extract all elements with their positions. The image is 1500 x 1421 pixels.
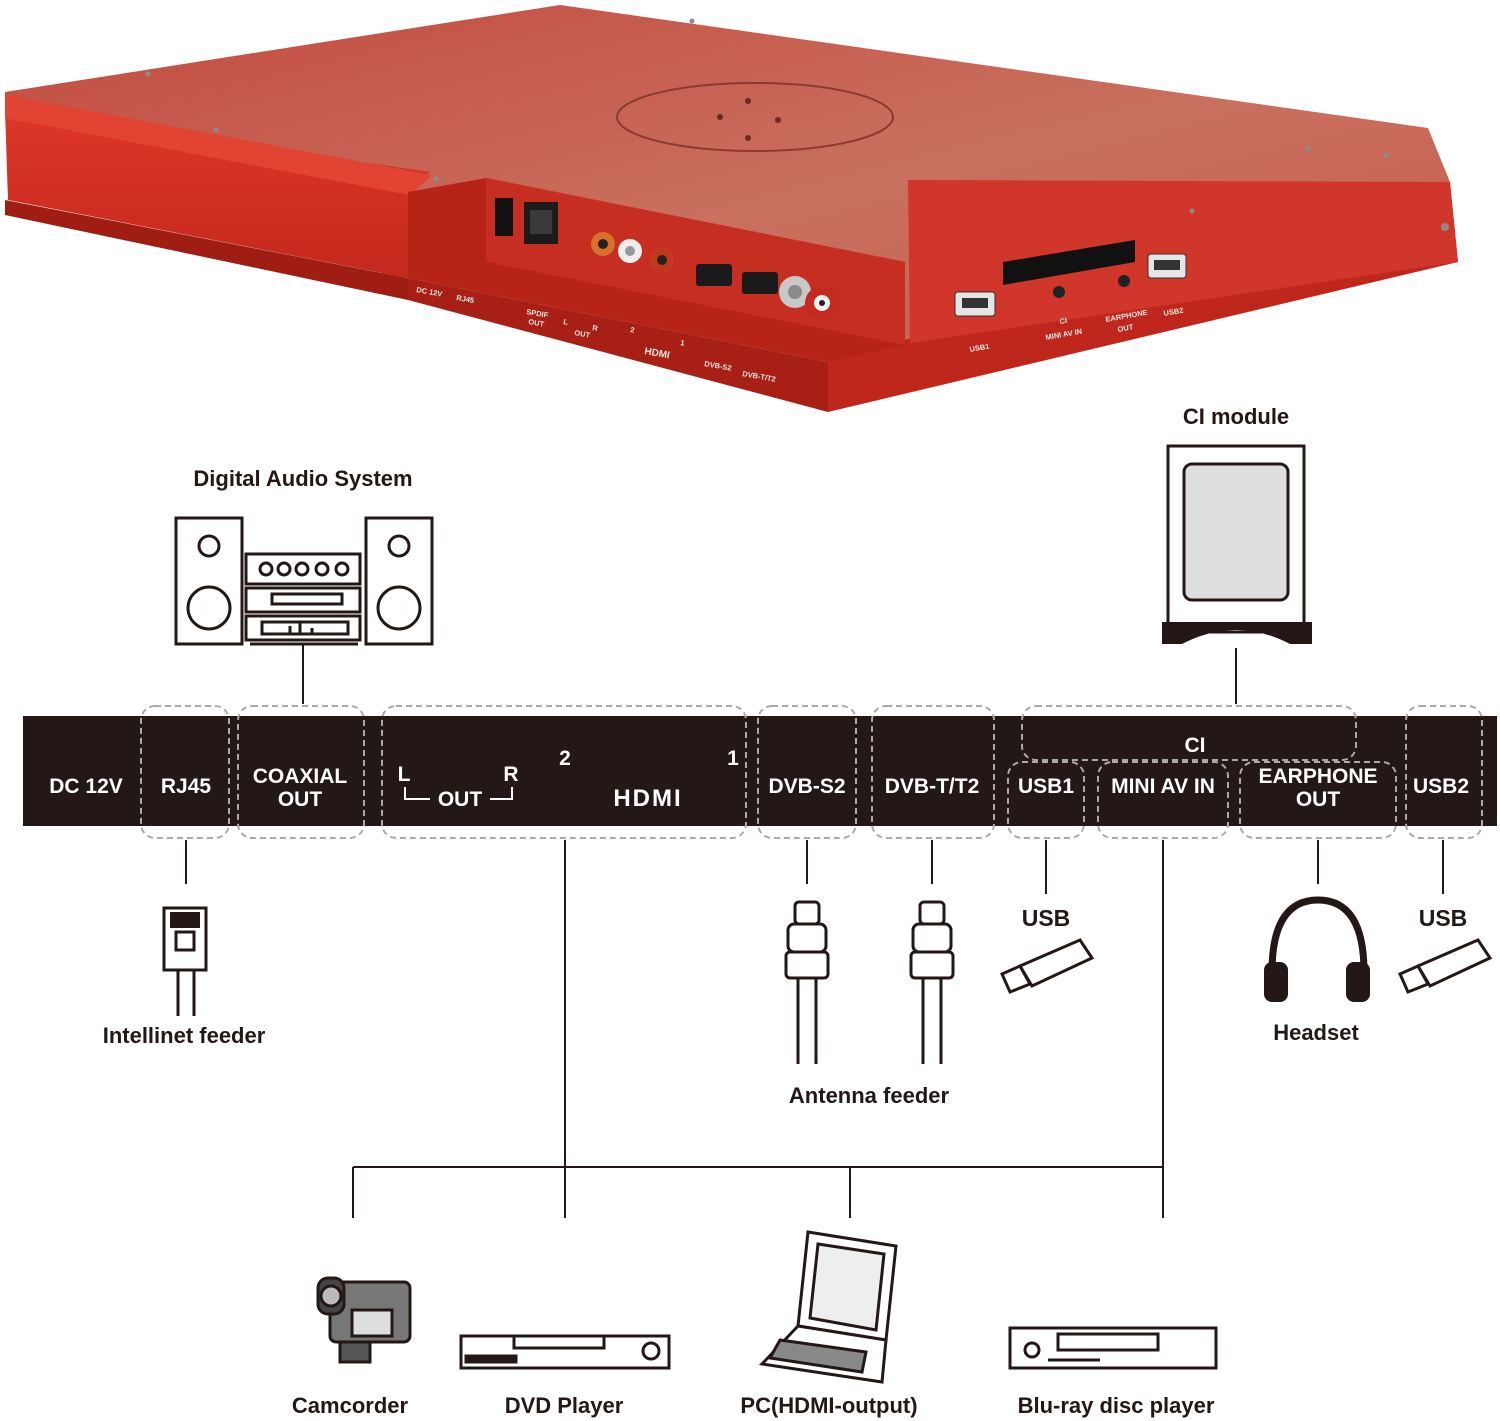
miniav-port: [1053, 286, 1065, 298]
bluray-label: Blu-ray disc player: [1018, 1393, 1215, 1418]
audio-system-title: Digital Audio System: [193, 466, 412, 491]
strip-l: L: [398, 763, 411, 786]
label-out: OUT: [574, 328, 592, 340]
label-hdmi: HDMI: [643, 346, 670, 361]
port-strip: [23, 716, 1497, 826]
headset-icon: [1264, 896, 1370, 1002]
usb-stick-icon-right: [1398, 938, 1493, 994]
label-dc: DC 12V: [416, 285, 443, 298]
ci-module-title: CI module: [1183, 404, 1289, 429]
dc-jack: [495, 198, 513, 236]
antenna-plug-icon-left: [784, 900, 830, 1064]
label-hdmi2: 2: [630, 325, 636, 335]
audio-system-icon: [174, 516, 434, 646]
label-usb1: USB1: [969, 342, 990, 354]
device-front-left: [5, 92, 430, 278]
audio-out-bracket: [404, 787, 513, 800]
strip-earphone: EARPHONE: [1258, 765, 1377, 788]
pc-label: PC(HDMI-output): [740, 1393, 917, 1418]
strip-hdmi-logo: HDMI: [613, 785, 682, 812]
label-rj45: RJ45: [456, 293, 475, 305]
ci-module-icon: [1162, 444, 1312, 644]
strip-dvbs2: DVB-S2: [768, 775, 845, 798]
strip-hdmi-1: 1: [727, 747, 739, 770]
label-usb2: USB2: [1163, 306, 1184, 318]
usb-right-label: USB: [1419, 905, 1468, 931]
strip-usb1: USB1: [1018, 775, 1074, 798]
hdmi1-port: [742, 272, 778, 294]
label-hdmi1: 1: [680, 338, 686, 348]
camcorder-icon: [316, 1276, 412, 1364]
strip-earphone-out: OUT: [1296, 788, 1341, 811]
strip-rj45: RJ45: [161, 775, 212, 798]
label-spdif: SPDIF: [526, 307, 550, 320]
earphone-port: [1118, 275, 1130, 287]
port-dashed-outlines: [140, 705, 1483, 839]
antenna-label: Antenna feeder: [789, 1083, 950, 1108]
strip-usb2: USB2: [1413, 775, 1469, 798]
label-r: R: [592, 323, 599, 333]
strip-hdmi-2: 2: [559, 747, 571, 770]
strip-coaxial: COAXIAL: [253, 765, 348, 788]
hdmi2-port: [696, 264, 732, 286]
antenna-plug-icon-right: [909, 900, 955, 1064]
mount-plate: [616, 82, 894, 152]
label-earphone-out: OUT: [1117, 322, 1135, 334]
strip-coaxial-out: OUT: [278, 788, 323, 811]
connector-lines: [185, 840, 1444, 1218]
dvd-label: DVD Player: [505, 1393, 624, 1418]
strip-dc: DC 12V: [49, 775, 123, 798]
usb-stick-icon-left: [1000, 938, 1095, 994]
headset-label: Headset: [1273, 1020, 1359, 1045]
strip-ci: CI: [1185, 734, 1206, 757]
rj45-plug-icon: [162, 906, 208, 1016]
intellinet-label: Intellinet feeder: [103, 1023, 266, 1048]
ci-slot: [1003, 240, 1135, 285]
bluray-player-icon: [1008, 1326, 1218, 1370]
label-ci: CI: [1059, 316, 1068, 326]
dvd-player-icon: [459, 1334, 671, 1370]
strip-out: OUT: [438, 788, 483, 811]
product-device: DC 12V RJ45 SPDIF OUT L OUT R 2 1 HDMI D…: [5, 5, 1458, 412]
usb-left-label: USB: [1022, 905, 1071, 931]
strip-dvbt2: DVB-T/T2: [885, 775, 980, 798]
strip-miniav: MINI AV IN: [1111, 775, 1215, 798]
label-spdif-out: OUT: [528, 317, 546, 329]
strip-r: R: [503, 763, 518, 786]
camcorder-label: Camcorder: [292, 1393, 409, 1418]
laptop-icon: [758, 1230, 898, 1384]
label-l: L: [563, 317, 569, 327]
